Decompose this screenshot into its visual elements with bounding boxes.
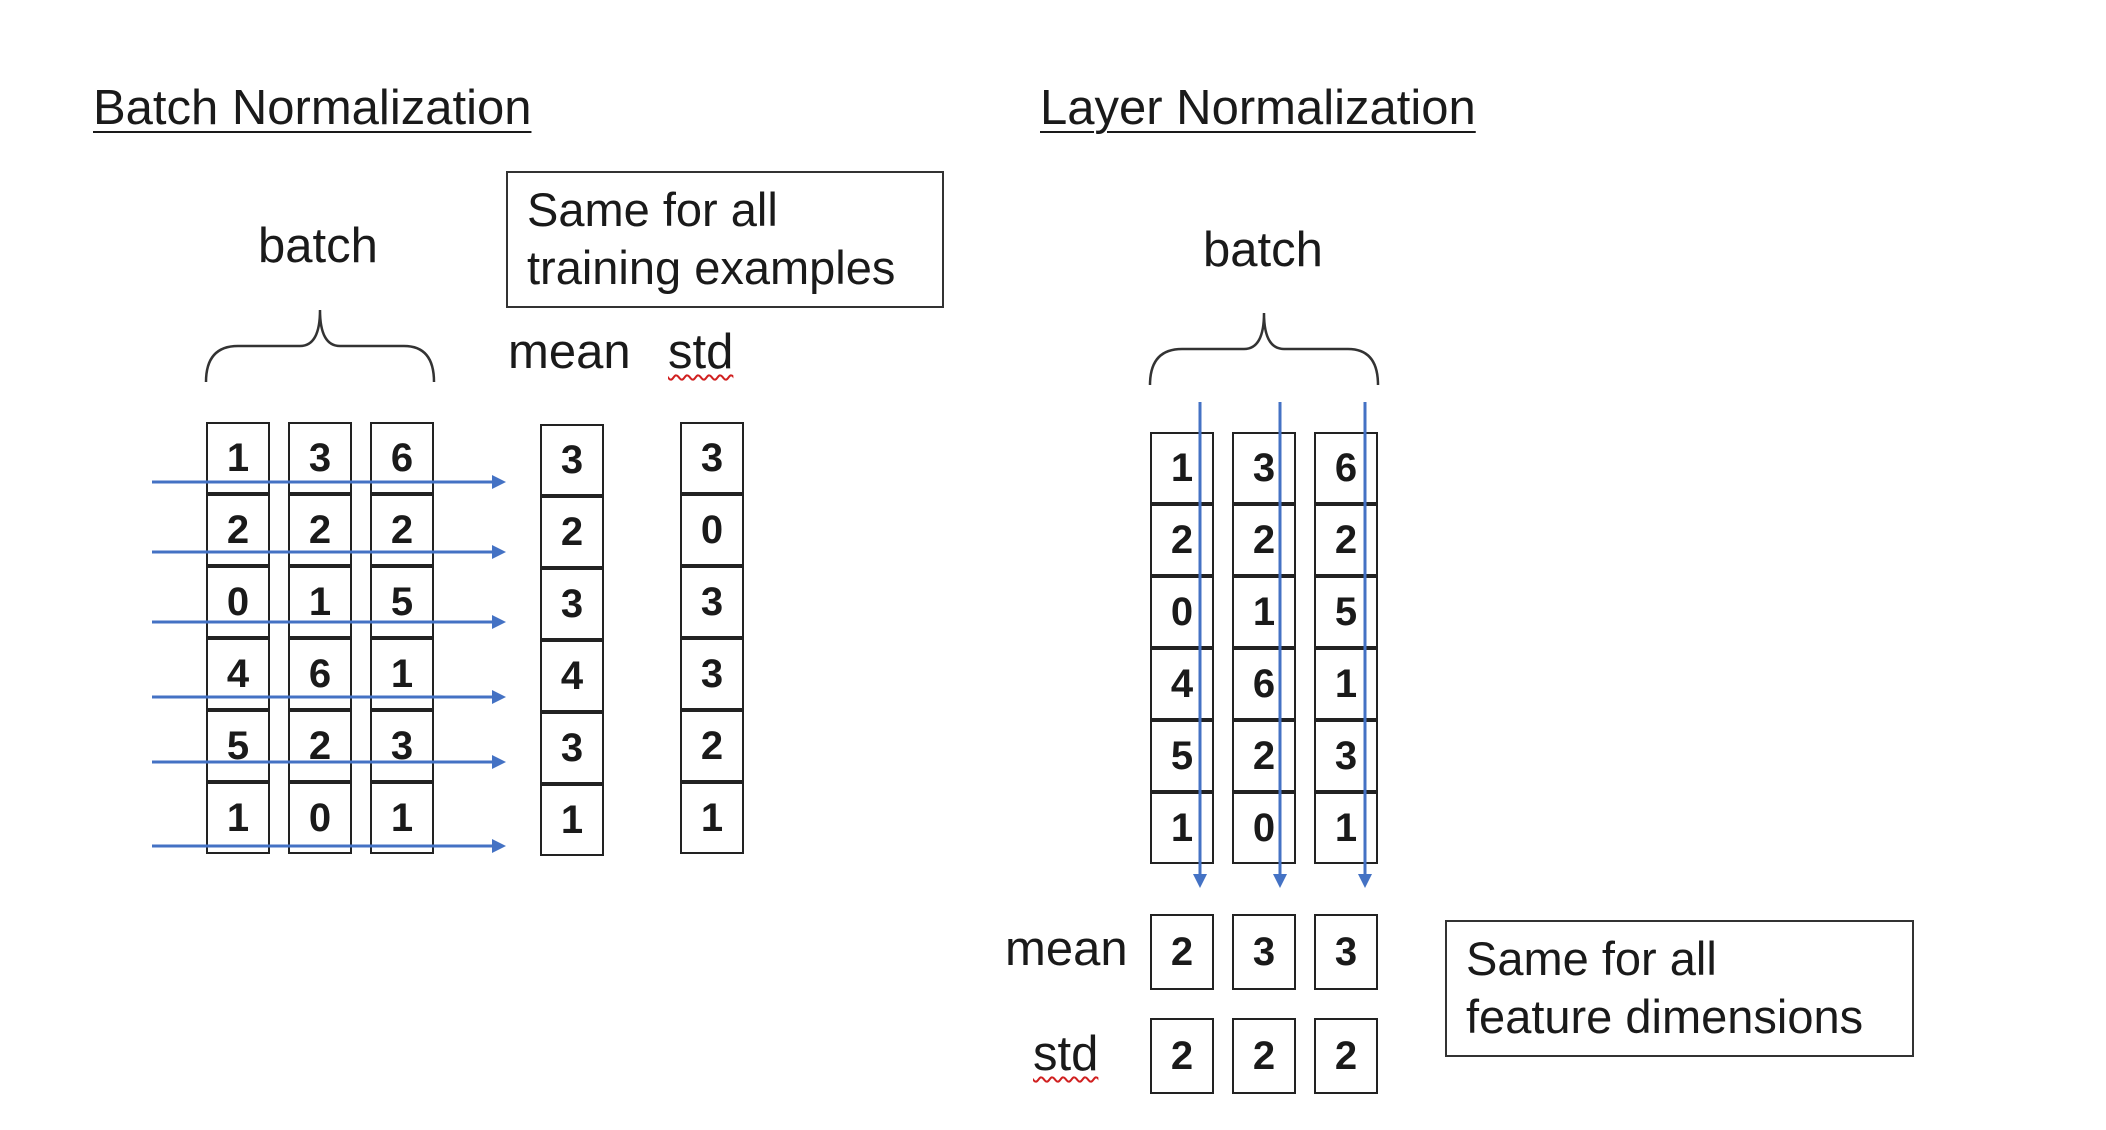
batch-norm-cell: 1 bbox=[206, 422, 270, 494]
layer-norm-cell: 0 bbox=[1232, 792, 1296, 864]
batch-norm-cell: 0 bbox=[206, 566, 270, 638]
batch-norm-note-line-1: Same for all bbox=[527, 183, 778, 236]
layer-norm-note-line-1: Same for all bbox=[1466, 932, 1717, 985]
batch-norm-cell: 1 bbox=[206, 782, 270, 854]
batch-norm-mean-cell: 3 bbox=[540, 712, 604, 784]
batch-norm-cell: 5 bbox=[206, 710, 270, 782]
batch-norm-cell: 6 bbox=[370, 422, 434, 494]
batch-norm-cell: 2 bbox=[370, 494, 434, 566]
layer-norm-std-cell: 2 bbox=[1314, 1018, 1378, 1094]
layer-norm-cell: 1 bbox=[1314, 792, 1378, 864]
layer-norm-cell: 2 bbox=[1232, 504, 1296, 576]
batch-norm-mean-cell: 2 bbox=[540, 496, 604, 568]
batch-norm-cell: 1 bbox=[370, 638, 434, 710]
batch-norm-std-cell: 3 bbox=[680, 422, 744, 494]
batch-norm-cell: 2 bbox=[288, 710, 352, 782]
batch-norm-std-cell: 3 bbox=[680, 638, 744, 710]
batch-norm-batch-label: batch bbox=[258, 219, 378, 273]
layer-norm-cell: 1 bbox=[1232, 576, 1296, 648]
batch-norm-cell: 5 bbox=[370, 566, 434, 638]
batch-norm-std-cell: 0 bbox=[680, 494, 744, 566]
batch-norm-cell: 2 bbox=[288, 494, 352, 566]
layer-norm-batch-label: batch bbox=[1203, 223, 1323, 277]
batch-norm-cell: 3 bbox=[288, 422, 352, 494]
layer-norm-cell: 2 bbox=[1150, 504, 1214, 576]
batch-norm-cell: 3 bbox=[370, 710, 434, 782]
batch-norm-cell: 2 bbox=[206, 494, 270, 566]
batch-norm-title: Batch Normalization bbox=[93, 81, 532, 135]
layer-norm-cell: 3 bbox=[1314, 720, 1378, 792]
batch-norm-brace bbox=[204, 309, 436, 383]
batch-norm-cell: 4 bbox=[206, 638, 270, 710]
layer-norm-mean-label: mean bbox=[1005, 922, 1128, 976]
batch-norm-std-cell: 3 bbox=[680, 566, 744, 638]
batch-norm-cell: 1 bbox=[288, 566, 352, 638]
layer-norm-cell: 2 bbox=[1314, 504, 1378, 576]
layer-norm-brace bbox=[1148, 312, 1380, 386]
layer-norm-std-label: std bbox=[1033, 1027, 1099, 1081]
batch-norm-std-cell: 2 bbox=[680, 710, 744, 782]
batch-norm-mean-cell: 1 bbox=[540, 784, 604, 856]
layer-norm-std-cell: 2 bbox=[1232, 1018, 1296, 1094]
batch-norm-std-label: std bbox=[668, 325, 734, 379]
layer-norm-mean-cell: 2 bbox=[1150, 914, 1214, 990]
layer-norm-cell: 1 bbox=[1150, 432, 1214, 504]
layer-norm-cell: 1 bbox=[1314, 648, 1378, 720]
batch-norm-note-line-2: training examples bbox=[527, 241, 896, 294]
layer-norm-cell: 6 bbox=[1314, 432, 1378, 504]
batch-norm-mean-cell: 4 bbox=[540, 640, 604, 712]
batch-norm-mean-cell: 3 bbox=[540, 424, 604, 496]
layer-norm-cell: 5 bbox=[1314, 576, 1378, 648]
layer-norm-cell: 6 bbox=[1232, 648, 1296, 720]
batch-norm-mean-label: mean bbox=[508, 325, 631, 379]
layer-norm-note-line-2: feature dimensions bbox=[1466, 990, 1864, 1043]
layer-norm-cell: 3 bbox=[1232, 432, 1296, 504]
layer-norm-std-cell: 2 bbox=[1150, 1018, 1214, 1094]
layer-norm-note: Same for all feature dimensions bbox=[1445, 920, 1914, 1057]
batch-norm-note: Same for all training examples bbox=[506, 171, 944, 308]
layer-norm-title: Layer Normalization bbox=[1040, 81, 1476, 135]
batch-norm-mean-cell: 3 bbox=[540, 568, 604, 640]
layer-norm-cell: 2 bbox=[1232, 720, 1296, 792]
batch-norm-cell: 6 bbox=[288, 638, 352, 710]
batch-norm-cell: 0 bbox=[288, 782, 352, 854]
layer-norm-mean-cell: 3 bbox=[1232, 914, 1296, 990]
batch-norm-cell: 1 bbox=[370, 782, 434, 854]
batch-norm-std-cell: 1 bbox=[680, 782, 744, 854]
layer-norm-cell: 4 bbox=[1150, 648, 1214, 720]
layer-norm-mean-cell: 3 bbox=[1314, 914, 1378, 990]
layer-norm-cell: 0 bbox=[1150, 576, 1214, 648]
layer-norm-cell: 1 bbox=[1150, 792, 1214, 864]
layer-norm-cell: 5 bbox=[1150, 720, 1214, 792]
